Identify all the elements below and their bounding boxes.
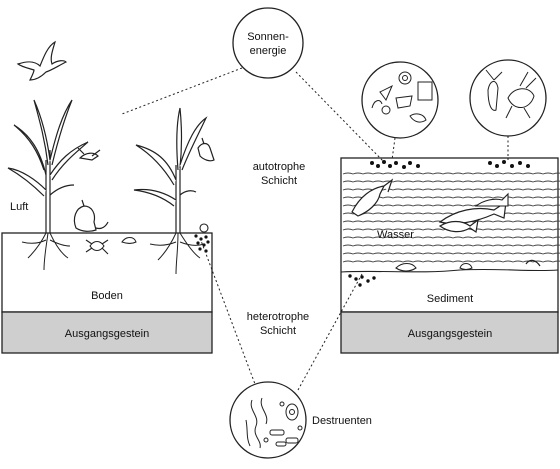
wave-line xyxy=(342,252,560,255)
bedrock-left xyxy=(1,311,213,354)
wave-line xyxy=(342,172,560,175)
shell-icon xyxy=(395,262,417,272)
small-bird-icon xyxy=(197,137,215,162)
grasshopper-icon xyxy=(77,147,101,161)
decomposer-organisms xyxy=(245,397,303,449)
phytoplankton-organisms xyxy=(371,71,433,123)
fish-icon-3 xyxy=(438,218,479,234)
label-ausgangsgestein-left: Ausgangsgestein xyxy=(65,328,149,340)
worm-icon xyxy=(525,259,541,267)
snail-icon xyxy=(199,223,209,233)
roots-left-2 xyxy=(149,232,205,275)
fish-icon-1 xyxy=(351,178,394,217)
label-autotrophe-line2: Schicht xyxy=(261,175,297,187)
plant-left-1 xyxy=(7,99,89,233)
label-sediment: Sediment xyxy=(427,293,473,305)
bird-icon xyxy=(16,40,68,81)
wave-line xyxy=(342,260,560,263)
label-ausgangsgestein-right: Ausgangsgestein xyxy=(408,328,492,340)
label-luft: Luft xyxy=(10,201,28,213)
wave-line xyxy=(342,236,560,239)
label-sun-line1: Sonnen- xyxy=(247,31,289,43)
snail-shell-icon xyxy=(459,262,473,271)
destruenten-circle xyxy=(229,381,307,459)
plankton-dots xyxy=(370,160,530,169)
ant-icon xyxy=(85,239,109,255)
label-boden: Boden xyxy=(91,290,123,302)
wave-line xyxy=(342,244,560,247)
soil-box xyxy=(1,232,213,313)
fish-icon-4 xyxy=(474,192,509,207)
roots-left-1 xyxy=(21,232,71,271)
label-heterotrophe-line2: Schicht xyxy=(260,325,296,337)
label-autotrophe-line1: autotrophe xyxy=(253,161,306,173)
sediment-surface xyxy=(340,268,559,273)
mouse-icon xyxy=(73,199,109,232)
connector-lines xyxy=(121,67,509,393)
sun-energy-circle xyxy=(232,7,304,79)
water-box xyxy=(340,157,559,313)
wave-line xyxy=(342,180,560,183)
wave-line xyxy=(342,196,560,199)
sediment-particles xyxy=(348,274,376,287)
wave-line xyxy=(342,204,560,207)
label-wasser: Wasser xyxy=(377,229,414,241)
label-destruenten: Destruenten xyxy=(312,415,372,427)
label-heterotrophe-line1: heterotrophe xyxy=(247,311,309,323)
zooplankton-organisms xyxy=(485,69,537,119)
plant-left-2 xyxy=(133,107,208,233)
larva-icon xyxy=(121,236,137,245)
bedrock-right xyxy=(340,311,559,354)
label-sun-line2: energie xyxy=(250,45,287,57)
